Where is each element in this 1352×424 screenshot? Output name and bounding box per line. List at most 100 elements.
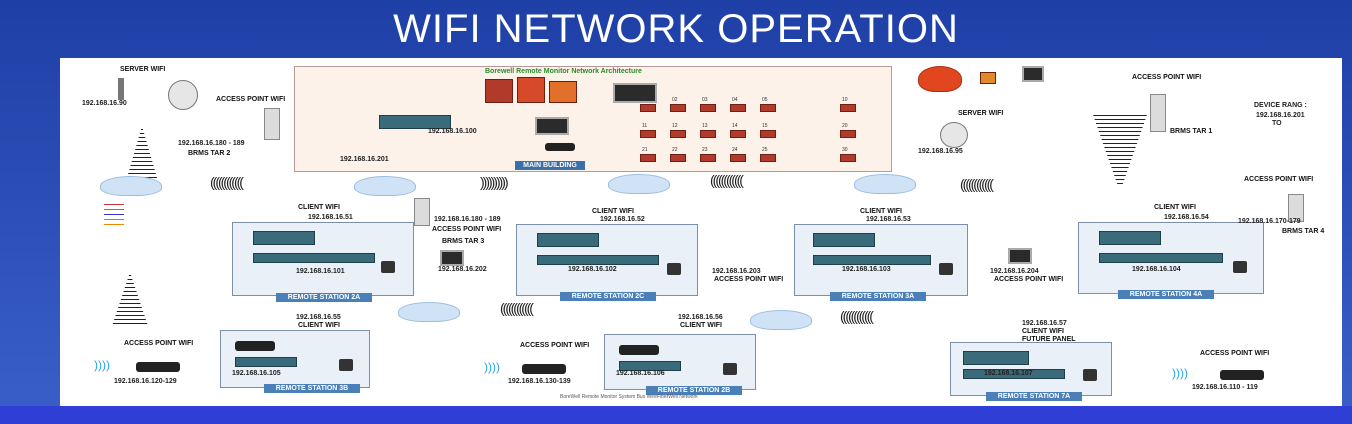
- footer-caption: BoreWell Remote Monitor System Bus WireF…: [560, 394, 698, 400]
- dish-antenna-icon: [940, 122, 968, 148]
- cloud-icon: [354, 176, 416, 196]
- device: [730, 104, 746, 112]
- device-number: 02: [672, 97, 678, 103]
- wireless-signal-icon: ((((((((((((: [210, 174, 244, 190]
- device: [640, 104, 656, 112]
- device-number: 24: [732, 147, 738, 153]
- server-unit: [485, 79, 513, 103]
- station-ip-107: 192.168.16.107: [984, 370, 1033, 377]
- device-grid: 01 02 03 04 05 10 11 12 13 14 15 20 21 2…: [630, 97, 880, 166]
- station-ip-204: 192.168.16.204: [990, 268, 1039, 275]
- brms-tar2-ip: 192.168.16.180 - 189: [178, 140, 245, 147]
- device: [840, 130, 856, 138]
- device-number: 23: [702, 147, 708, 153]
- wifi-signal-icon: )))): [484, 360, 500, 374]
- device-number: 15: [762, 123, 768, 129]
- device: [840, 154, 856, 162]
- slide-title: WIFI NETWORK OPERATION: [393, 7, 959, 51]
- device: [700, 154, 716, 162]
- station-rack: [235, 357, 297, 367]
- station-ip-104: 192.168.16.104: [1132, 266, 1181, 273]
- camera-icon: [939, 263, 953, 275]
- device: [760, 130, 776, 138]
- device: [640, 130, 656, 138]
- server-wifi-right-label: SERVER WIFI: [958, 110, 1004, 117]
- station-rack: [537, 233, 599, 247]
- wifi-router-icon: [136, 362, 180, 372]
- device-range-label: DEVICE RANG :: [1254, 102, 1307, 109]
- wifi-router-icon: [522, 364, 566, 374]
- dish-antenna-icon: [168, 80, 198, 110]
- device-number: 04: [732, 97, 738, 103]
- client-ip-4a: 192.168.16.54: [1164, 214, 1209, 221]
- remote-station-2a-label: REMOTE STATION 2A: [276, 293, 372, 302]
- ap-ip-bottom-mid: 192.168.16.130-139: [508, 378, 571, 385]
- device: [760, 154, 776, 162]
- station-rack: [537, 255, 659, 265]
- device-number: 11: [642, 123, 648, 129]
- wifi-signal-icon: )))): [94, 358, 110, 372]
- cloud-icon: [608, 174, 670, 194]
- monitor-icon: [613, 83, 657, 103]
- client-ip-3a: 192.168.16.53: [866, 216, 911, 223]
- internet-cloud: [918, 66, 962, 92]
- station-ip-103: 192.168.16.103: [842, 266, 891, 273]
- ap-ip-bottom-left: 192.168.16.120-129: [114, 378, 177, 385]
- camera-icon: [381, 261, 395, 273]
- client-ip-3b: 192.168.16.55: [296, 314, 341, 321]
- wireless-signal-icon: ((((((((((((: [710, 172, 744, 188]
- client-wifi-3b-label: CLIENT WIFI: [298, 322, 340, 329]
- wireless-signal-icon: )))))))))): [480, 174, 509, 190]
- signal-cone-lower-left: [112, 272, 148, 326]
- device-number: 05: [762, 97, 768, 103]
- brms-tar4-label: BRMS TAR 4: [1282, 228, 1325, 235]
- server-tower-left: [118, 78, 124, 100]
- brms-tar3-label: BRMS TAR 3: [442, 238, 485, 245]
- camera-icon: [339, 359, 353, 371]
- server-ip-right: 192.168.16.95: [918, 148, 963, 155]
- client-wifi-7a-label: CLIENT WIFI: [1022, 328, 1064, 335]
- station-rack: [1099, 253, 1223, 263]
- legend: [104, 200, 234, 244]
- remote-station-2b: [604, 334, 756, 390]
- device-range-to: TO: [1272, 120, 1282, 127]
- architecture-title: Borewell Remote Monitor Network Architec…: [485, 68, 642, 75]
- ap-ip-bottom-right: 192.168.16.110 - 119: [1192, 384, 1258, 391]
- switch-icon: [545, 143, 575, 151]
- remote-station-2b-label: REMOTE STATION 2B: [646, 386, 742, 395]
- client-wifi-2c-label: CLIENT WIFI: [592, 208, 634, 215]
- panel-antenna-icon: [1288, 194, 1304, 222]
- cloud-icon: [100, 176, 162, 196]
- client-wifi-2b-label: CLIENT WIFI: [680, 322, 722, 329]
- ap-wifi-tar4-label: ACCESS POINT WIFI: [1244, 176, 1314, 183]
- lan-pc-icon: [1022, 66, 1044, 82]
- device: [670, 104, 686, 112]
- station-rack: [813, 255, 931, 265]
- device-number: 13: [702, 123, 708, 129]
- wireless-signal-icon: ((((((((((((: [960, 176, 994, 192]
- access-point-wifi-left-label: ACCESS POINT WIFI: [216, 96, 286, 103]
- router-icon: [619, 345, 659, 355]
- remote-station-7a-label: REMOTE STATION 7A: [986, 392, 1082, 401]
- brms-tar1-label: BRMS TAR 1: [1170, 128, 1213, 135]
- ap-wifi-bottom-right-label: ACCESS POINT WIFI: [1200, 350, 1270, 357]
- future-panel-label: FUTURE PANEL: [1022, 336, 1076, 343]
- device-number: 14: [732, 123, 738, 129]
- device-number: 21: [642, 147, 648, 153]
- main-ip2: 192.168.16.201: [340, 156, 389, 163]
- remote-station-2c-label: REMOTE STATION 2C: [560, 292, 656, 301]
- device: [700, 130, 716, 138]
- device-number: 25: [762, 147, 768, 153]
- camera-icon: [1083, 369, 1097, 381]
- device-number: 12: [672, 123, 678, 129]
- remote-station-4a: [1078, 222, 1264, 294]
- remote-station-7a: [950, 342, 1112, 396]
- router-icon: [235, 341, 275, 351]
- device: [670, 130, 686, 138]
- wifi-router-icon: [1220, 370, 1264, 380]
- ap-wifi-bottom-left-label: ACCESS POINT WIFI: [124, 340, 194, 347]
- device-range-ip: 192.168.16.201: [1256, 112, 1305, 119]
- client-ip-2a: 192.168.16.51: [308, 214, 353, 221]
- device-number: 22: [672, 147, 678, 153]
- device-number: 03: [702, 97, 708, 103]
